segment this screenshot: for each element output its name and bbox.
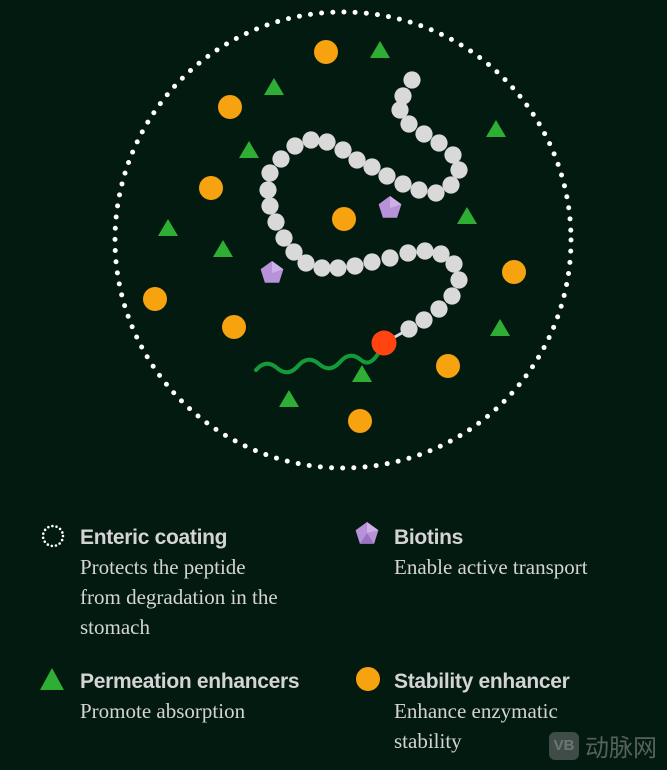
peptide-bead bbox=[286, 137, 304, 155]
permeation-enhancer-triangle bbox=[490, 319, 510, 336]
peptide-bead bbox=[443, 287, 461, 305]
permeation-enhancer-triangle bbox=[239, 141, 259, 158]
legend-desc-enteric-1: Protects the peptide bbox=[80, 555, 246, 579]
permeation-enhancer-triangle bbox=[279, 390, 299, 407]
permeation-enhancer-triangle bbox=[213, 240, 233, 257]
peptide-bead bbox=[318, 133, 336, 151]
biotins bbox=[260, 196, 402, 283]
peptide-bead bbox=[394, 87, 412, 105]
peptide-bead bbox=[403, 71, 421, 89]
stability-enhancer-dot bbox=[436, 354, 460, 378]
watermark-badge: VB bbox=[549, 731, 579, 760]
peptide-bead bbox=[381, 249, 399, 267]
peptide-bead bbox=[261, 197, 279, 215]
stability-enhancer-dot bbox=[348, 409, 372, 433]
peptide-bead bbox=[297, 254, 315, 272]
legend-desc-stability-2: stability bbox=[394, 729, 462, 753]
peptide-bead bbox=[400, 115, 418, 133]
peptide-bead bbox=[444, 146, 462, 164]
peptide-bead bbox=[261, 164, 279, 182]
capsule-diagram bbox=[112, 9, 574, 471]
peptide-bead bbox=[275, 229, 293, 247]
peptide-bead bbox=[334, 141, 352, 159]
stability-enhancer-dot bbox=[199, 176, 223, 200]
peptide-bead bbox=[348, 151, 366, 169]
legend-title-stability: Stability enhancer bbox=[394, 670, 570, 693]
peptide-bead bbox=[415, 125, 433, 143]
pentagon-icon bbox=[355, 522, 379, 544]
peptide-bead bbox=[391, 101, 409, 119]
triangle-icon bbox=[40, 668, 64, 690]
permeation-enhancer-triangle bbox=[158, 219, 178, 236]
biotin-facet bbox=[272, 261, 284, 273]
peptide-bead bbox=[430, 134, 448, 152]
peptide-bead bbox=[313, 259, 331, 277]
peptide-bead bbox=[363, 158, 381, 176]
peptide-bead bbox=[302, 131, 320, 149]
stability-enhancer-dot bbox=[218, 95, 242, 119]
peptide-bead bbox=[285, 243, 303, 261]
peptide-bead bbox=[346, 257, 364, 275]
peptide-bead bbox=[450, 161, 468, 179]
peptide-bead bbox=[410, 181, 428, 199]
peptide-bead bbox=[415, 311, 433, 329]
stability-enhancer-dot bbox=[222, 315, 246, 339]
peptide-bead bbox=[259, 181, 277, 199]
peptide-bead bbox=[329, 259, 347, 277]
legend-title-permeation: Permeation enhancers bbox=[80, 670, 300, 693]
peptide-bead bbox=[442, 176, 460, 194]
legend-desc-biotins-1: Enable active transport bbox=[394, 555, 588, 579]
peptide-bead bbox=[427, 184, 445, 202]
peptide-bead bbox=[432, 245, 450, 263]
watermark-text: 动脉网 bbox=[585, 734, 657, 762]
biotin-facet bbox=[390, 196, 402, 208]
stability-enhancer-dot bbox=[332, 207, 356, 231]
legend-desc-stability-1: Enhance enzymatic bbox=[394, 699, 558, 723]
peptide-bead bbox=[450, 271, 468, 289]
permeation-enhancer-triangle bbox=[486, 120, 506, 137]
permeation-enhancer-triangle bbox=[264, 78, 284, 95]
legend-desc-permeation-1: Promote absorption bbox=[80, 699, 246, 723]
peptide-bead bbox=[363, 253, 381, 271]
peptide-bead bbox=[430, 300, 448, 318]
permeation-enhancers bbox=[158, 41, 510, 407]
permeation-enhancer-triangle bbox=[457, 207, 477, 224]
permeation-enhancer-triangle bbox=[352, 365, 372, 382]
stability-enhancers bbox=[143, 40, 526, 433]
peptide-bead bbox=[378, 167, 396, 185]
dotted-circle-icon bbox=[41, 524, 65, 548]
watermark: VB 动脉网 bbox=[549, 728, 657, 763]
peptide-bead bbox=[394, 175, 412, 193]
legend-desc-enteric-3: stomach bbox=[80, 615, 150, 639]
legend-title-enteric: Enteric coating bbox=[80, 526, 228, 549]
stability-enhancer-dot bbox=[143, 287, 167, 311]
peptide-bead bbox=[267, 213, 285, 231]
peptide-bead bbox=[272, 150, 290, 168]
peptide-chain bbox=[259, 71, 468, 356]
circle-icon bbox=[356, 667, 380, 691]
peptide-tail bbox=[254, 341, 386, 375]
legend-desc-enteric-2: from degradation in the bbox=[80, 585, 278, 609]
permeation-enhancer-triangle bbox=[370, 41, 390, 58]
peptide-bead bbox=[416, 242, 434, 260]
stability-enhancer-dot bbox=[314, 40, 338, 64]
terminal-bead bbox=[371, 330, 397, 356]
legend-title-biotins: Biotins bbox=[394, 526, 464, 549]
enteric-coating-ring bbox=[112, 9, 574, 471]
stability-enhancer-dot bbox=[502, 260, 526, 284]
peptide-bead bbox=[445, 255, 463, 273]
peptide-bead bbox=[399, 244, 417, 262]
